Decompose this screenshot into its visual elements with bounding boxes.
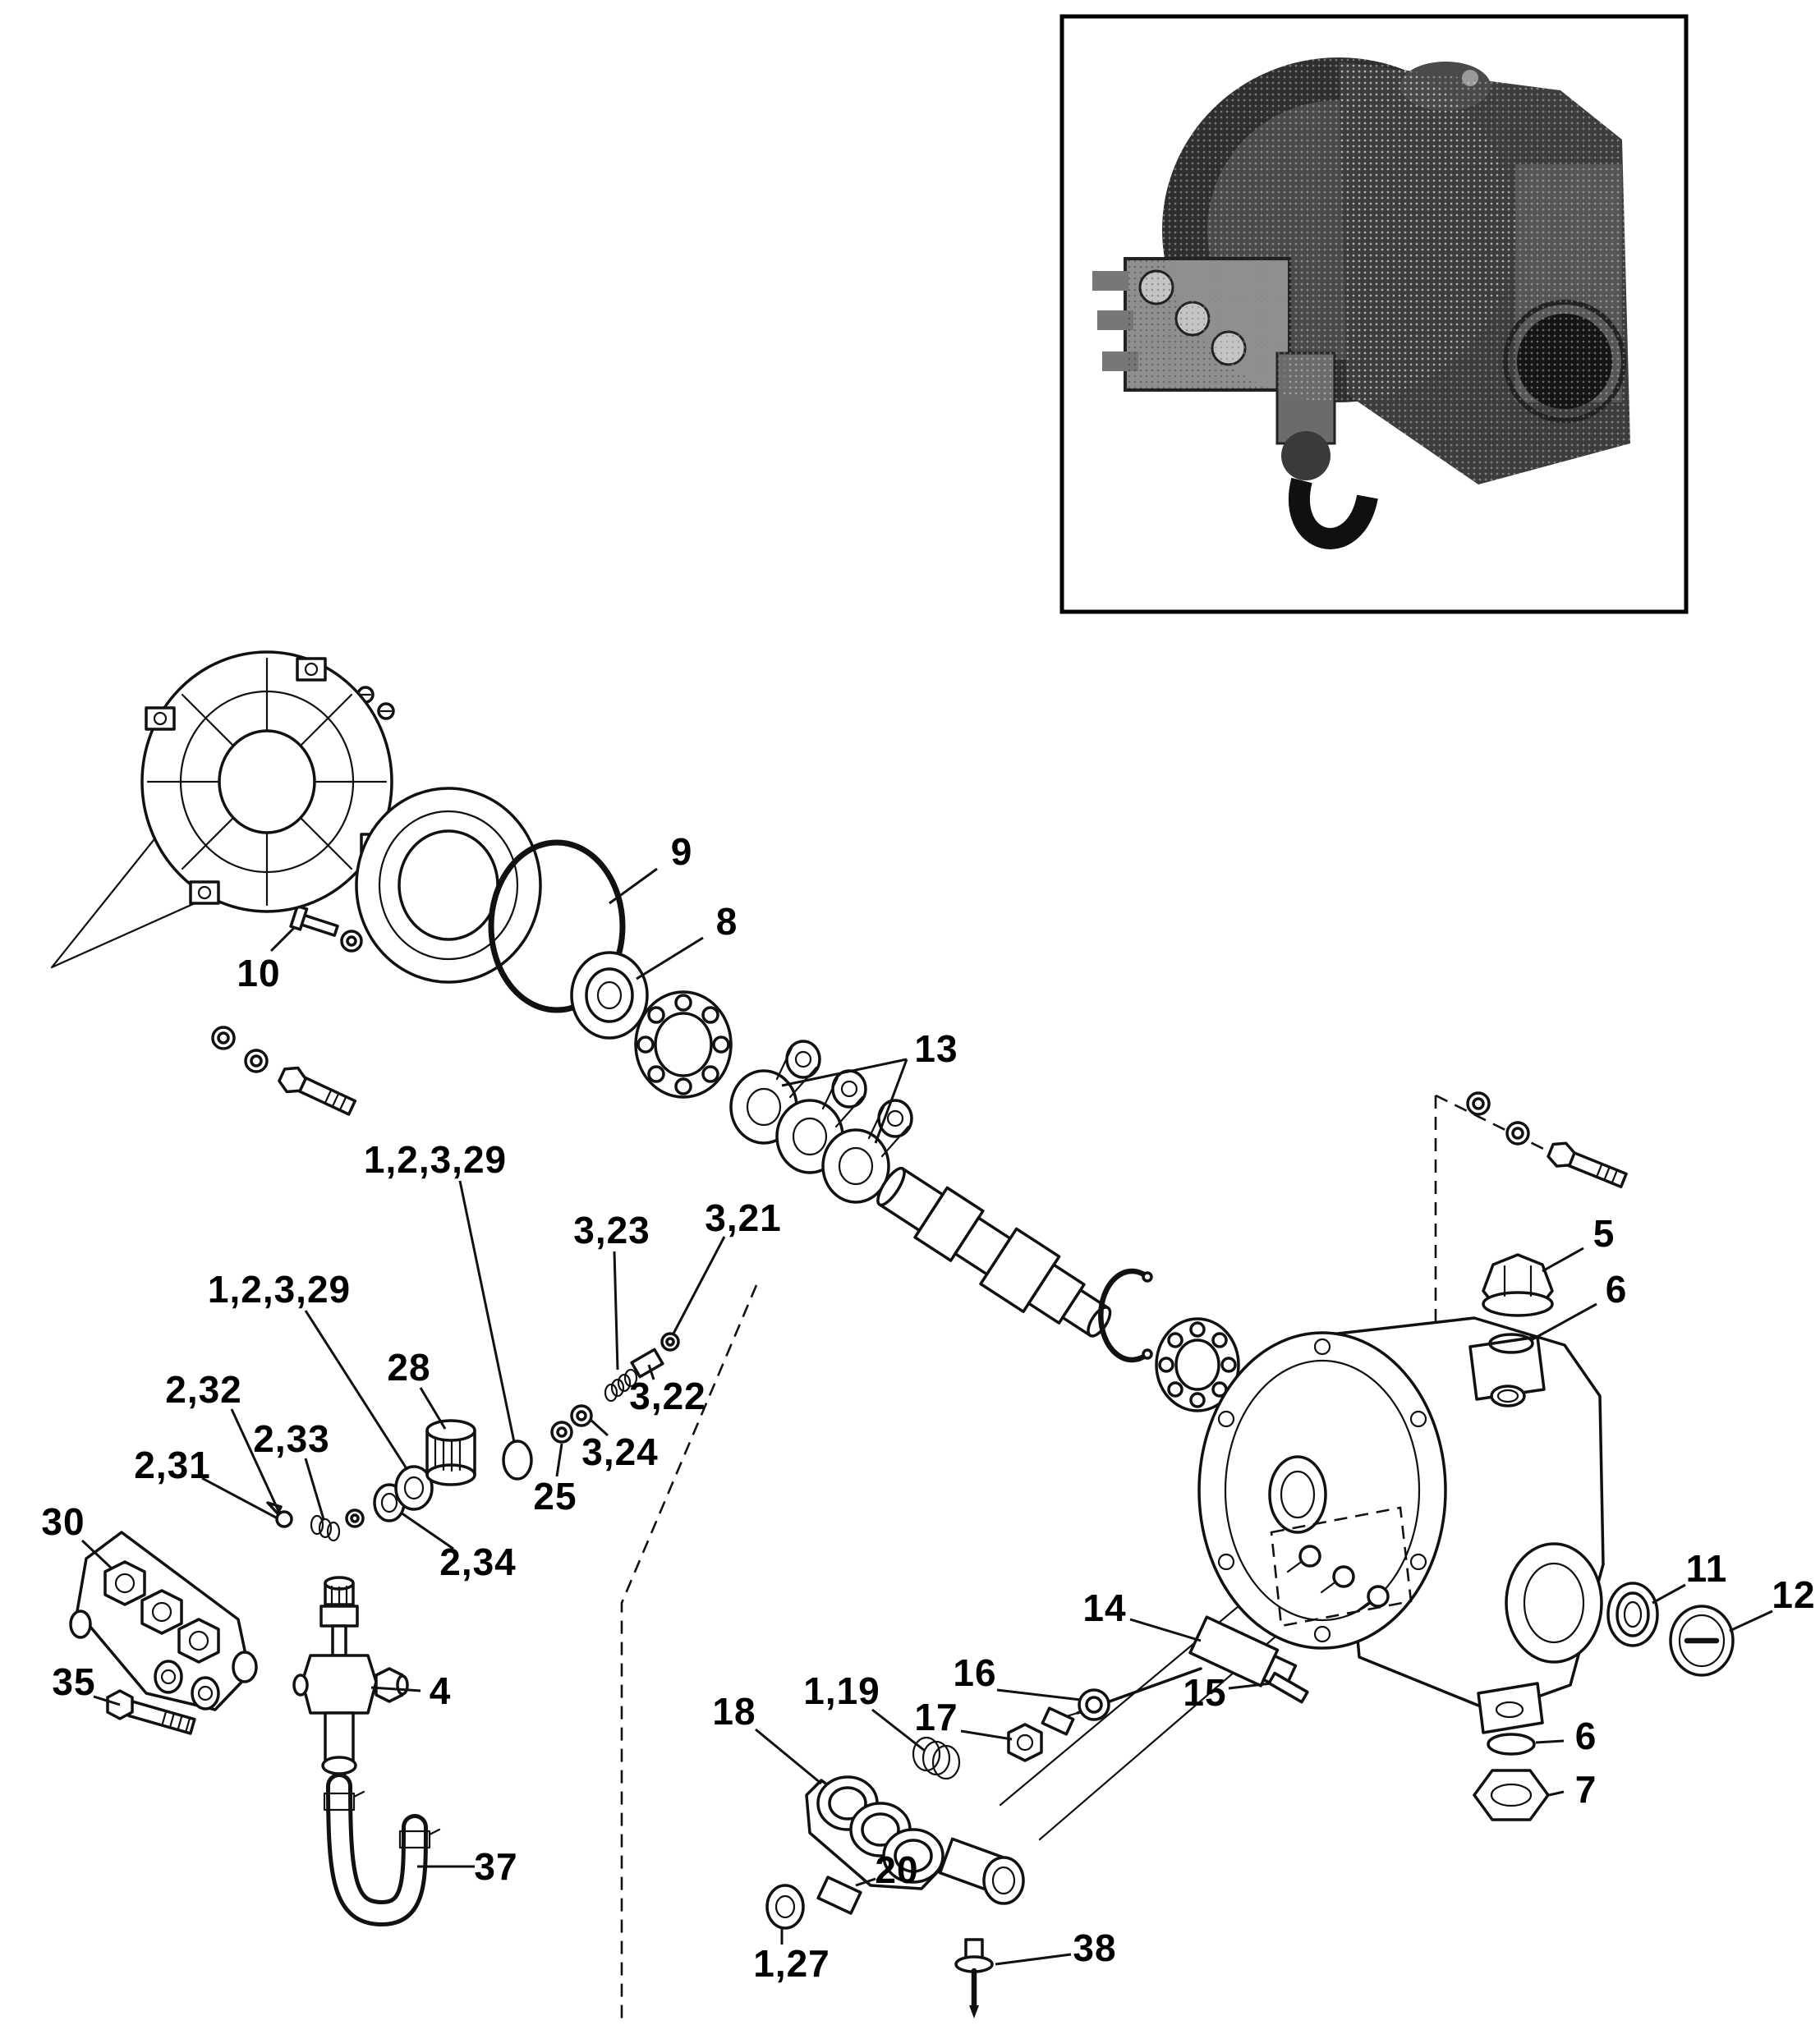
leader-line (230, 1408, 281, 1513)
washer-2-32 (345, 1508, 365, 1528)
leader-line (269, 926, 296, 953)
leader-line (1729, 1609, 1773, 1632)
rear-bearing (1155, 1317, 1240, 1412)
leader-line (1542, 1247, 1584, 1273)
washer-3-21 (660, 1332, 680, 1352)
o-ring-9 (488, 839, 626, 1013)
valve-nut-17 (1007, 1723, 1043, 1762)
leader-line (80, 1539, 113, 1570)
valve-spring-1-19 (912, 1736, 961, 1780)
drain-plug-7 (1473, 1769, 1550, 1821)
o-ring-6-lower (1487, 1733, 1536, 1756)
shaft-seal-11 (1606, 1582, 1659, 1647)
oil-seal-8 (570, 951, 649, 1040)
pin-15 (1267, 1671, 1309, 1704)
leader-line (755, 1728, 822, 1785)
bolt-35 (106, 1689, 196, 1735)
leader-line (458, 1180, 516, 1443)
mounting-flange-plate (140, 650, 393, 913)
pump-hose (1289, 477, 1378, 549)
leader-line (855, 1877, 876, 1887)
leader-line (781, 1058, 908, 1087)
leader-line (1228, 1682, 1272, 1690)
leader-line (1652, 1583, 1686, 1605)
leader-line (996, 1688, 1082, 1701)
leader-line (672, 1236, 726, 1334)
flange-bolt (278, 1066, 357, 1116)
leader-line (370, 1686, 421, 1692)
leader-line (1535, 1739, 1565, 1744)
leader-line (613, 1251, 619, 1371)
leader-line (555, 1443, 563, 1477)
leader-line (304, 1310, 409, 1471)
valve-washer-16 (1078, 1688, 1110, 1721)
spacer-20 (816, 1876, 862, 1915)
leader-line (201, 1476, 277, 1519)
unloader-manifold-18 (805, 1775, 1025, 1905)
leader-line (304, 1458, 325, 1520)
crankshaft (876, 1166, 1112, 1338)
leader-line (1548, 1790, 1565, 1797)
leader-line (400, 1511, 454, 1550)
bypass-hose-37 (323, 1773, 441, 1927)
o-ring-1-2-3-29-upper (502, 1440, 533, 1481)
hose-clamp (323, 1792, 356, 1811)
o-ring-6-upper (1488, 1333, 1534, 1354)
valve-seat-16 (1041, 1706, 1075, 1736)
spring-3-23 (604, 1368, 638, 1403)
leader-line (874, 1058, 908, 1144)
screw-10 (289, 904, 339, 937)
leader-line (588, 1417, 609, 1437)
fitting-3-22 (630, 1348, 664, 1379)
valve-location-dashed-box (1270, 1506, 1413, 1628)
housing-bolt (1547, 1141, 1628, 1188)
washers-25 (550, 1404, 593, 1444)
seal-1-27 (765, 1884, 805, 1930)
snap-ring (1098, 1268, 1153, 1363)
leader-line (960, 1729, 1013, 1741)
piston-guide-28 (425, 1419, 476, 1486)
leader-line (1129, 1618, 1202, 1642)
leader-line (871, 1708, 926, 1752)
pump-housing (1197, 1316, 1605, 1734)
bearing-cover-flange (355, 787, 542, 984)
leader-lines-layer (80, 867, 1773, 1966)
unloader-valve-4 (292, 1576, 409, 1775)
spring-2-33 (310, 1514, 341, 1542)
end-plug-12 (1669, 1605, 1735, 1677)
leader-line (93, 1695, 121, 1706)
leader-line (609, 867, 658, 905)
housing-mounting-hardware (1466, 1091, 1628, 1188)
leader-line (419, 1387, 447, 1430)
check-valve-38 (954, 1938, 994, 2018)
hose-clamp (398, 1830, 431, 1849)
washer-1-2-3-29-lower (394, 1465, 434, 1511)
front-bearing (634, 990, 733, 1099)
filler-plug-5 (1482, 1253, 1554, 1317)
leader-line (995, 1953, 1072, 1966)
pump-photo-inset (1059, 14, 1689, 614)
valve-manifold-30 (69, 1531, 258, 1711)
group-boundary-dashed (620, 1284, 758, 2025)
leader-line (1530, 1302, 1597, 1342)
leader-line (647, 1364, 655, 1380)
leader-line (636, 936, 704, 980)
